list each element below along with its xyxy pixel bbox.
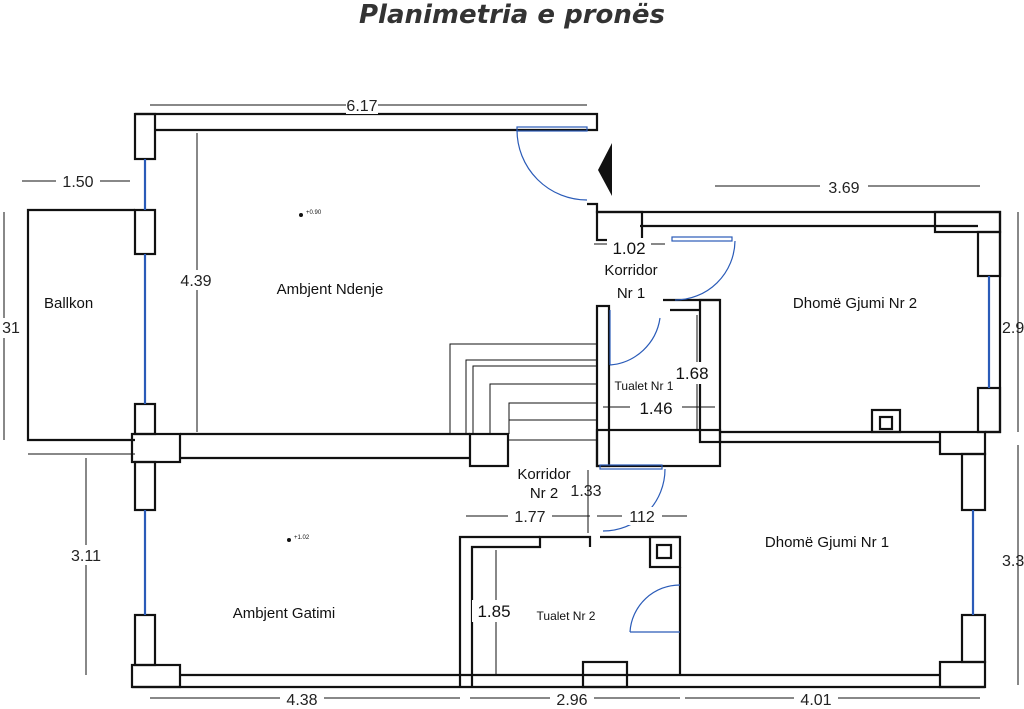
room-dhome2: Dhomë Gjumi Nr 2 [793,295,917,312]
dim-bed1-height: 3.3 [1002,553,1024,570]
walls [26,112,1002,689]
room-korridor2-line1: Korridor [517,466,570,483]
room-korridor2-line2: Nr 2 [530,485,558,502]
dim-corridor1-width: 1.02 [612,239,645,258]
room-tualet1: Tualet Nr 1 [615,379,674,393]
level-marker-icon [299,213,303,217]
room-dhome1: Dhomë Gjumi Nr 1 [765,534,889,551]
level-living: +0.90 [306,210,322,216]
dim-corridor2-width: 112 [629,509,655,526]
dim-toilet2-width: 1.77 [514,509,545,526]
dim-balcony-width: 1.50 [62,174,93,191]
dim-corridor2-height: 1.33 [570,483,601,500]
dim-bottom-bed1: 4.01 [800,692,831,709]
room-korridor1-line2: Nr 1 [617,285,645,302]
room-korridor1-line1: Korridor [604,262,657,279]
level-marker-icon [287,538,291,542]
dim-bottom-middle: 2.96 [556,692,587,709]
dim-balcony-height: 31 [2,320,20,337]
dim-bed2-height: 2.9 [1002,320,1024,337]
page-title: Planimetria e pronës [358,0,666,30]
dim-bed2-width: 3.69 [828,180,859,197]
doors [516,126,736,633]
dim-living-height: 4.39 [180,273,211,290]
room-ambjent-gatimi: Ambjent Gatimi [233,605,336,622]
dim-bottom-kitchen: 4.38 [286,692,317,709]
room-ambjent-ndenje: Ambjent Ndenje [277,281,384,298]
room-ballkon: Ballkon [44,295,93,312]
dim-toilet2-height: 1.85 [477,602,510,621]
dim-kitchen-height: 3.11 [71,548,101,565]
dim-top-living: 6.17 [346,98,377,115]
dim-toilet1-width: 1.46 [639,399,672,418]
level-kitchen: +1.02 [294,535,310,541]
dim-toilet1-height: 1.68 [675,364,708,383]
room-tualet2: Tualet Nr 2 [537,609,596,623]
entrance-arrow-icon [598,143,612,196]
